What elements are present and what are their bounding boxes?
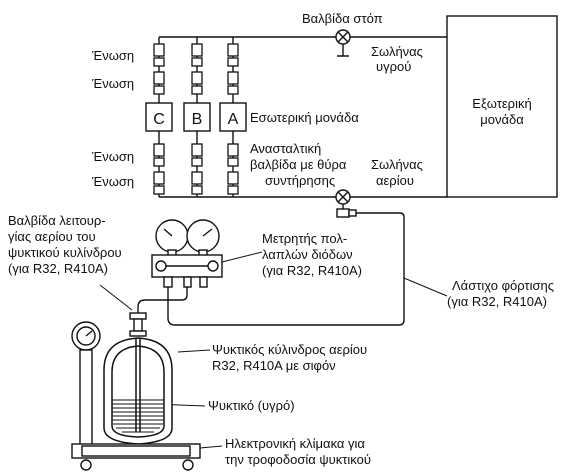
stop-valve-label: Βαλβίδα στόπ — [302, 11, 383, 26]
electronic-scale — [71, 321, 201, 471]
manifold-label-1: Μετρητής πολ- — [262, 231, 347, 246]
joint-label-4: Ένωση — [91, 174, 134, 189]
liquid-refrigerant-fill — [112, 399, 164, 433]
leader-cylinder — [177, 349, 211, 353]
cylinder-valve-label-4: (για R32, R410A) — [8, 261, 108, 276]
cylinder-label-2: R32, R410A με σιφόν — [212, 358, 336, 373]
outdoor-unit-label-1: Εξωτερική — [472, 96, 531, 111]
cylinder-valve-label-2: γίας αερίου του — [8, 229, 96, 244]
cylinder-label-1: Ψυκτικός κύλινδρος αερίου — [212, 342, 367, 357]
outdoor-unit-box — [446, 15, 558, 198]
charging-hose-label-1: Λάστιχο φόρτισης — [452, 278, 554, 293]
manifold-label-2: λαπλών διόδων — [262, 247, 353, 262]
cylinder-valve-icon — [129, 312, 147, 337]
manifold-label-3: (για R32, R410A) — [262, 263, 362, 278]
check-valve-icon — [335, 189, 357, 218]
joint-label-1: Ένωση — [91, 48, 134, 63]
liquid-pipe-label-1: Σωλήνας — [371, 44, 423, 59]
liquid-pipe-label-2: υγρού — [376, 59, 411, 74]
stop-valve-icon — [335, 29, 351, 57]
indoor-unit-a-label: A — [228, 111, 239, 128]
scale-label-2: την τροφοδοσία ψυκτικού — [225, 452, 371, 467]
joint-label-2: Ένωση — [91, 76, 134, 91]
check-valve-label-3: συντήρησης — [265, 173, 335, 188]
check-valve-label-1: Ανασταλτική — [250, 141, 321, 156]
indoor-unit-a — [219, 102, 247, 132]
cylinder-hose — [137, 287, 188, 316]
cylinder-valve-label-3: ψυκτικού κυλίνδρου — [8, 245, 122, 260]
indoor-unit-b-label: B — [192, 111, 203, 128]
charging-hose — [167, 212, 405, 326]
manifold-gauge — [151, 219, 223, 288]
indoor-unit-b — [183, 102, 211, 132]
check-valve-label-2: βαλβίδα με θύρα — [250, 157, 347, 172]
leader-charging-hose — [403, 277, 448, 297]
joint-label-3: Ένωση — [91, 149, 134, 164]
leader-manifold — [221, 251, 263, 263]
gas-pipe-label-1: Σωλήνας — [371, 157, 423, 172]
outdoor-unit-label-2: μονάδα — [480, 112, 524, 127]
indoor-unit-label: Εσωτερική μονάδα — [250, 110, 359, 125]
charging-hose-label-2: (για R32, R410A) — [447, 294, 547, 309]
leader-cylinder-valve — [99, 284, 133, 311]
union-fittings — [153, 43, 239, 195]
gas-pipe-label-2: αερίου — [376, 173, 414, 188]
liquid-refrigerant-label: Ψυκτικό (υγρό) — [208, 398, 295, 413]
indoor-unit-c — [145, 102, 173, 132]
scale-label-1: Ηλεκτρονική κλίμακα για — [225, 436, 365, 451]
cylinder-valve-label-1: Βαλβίδα λειτουρ- — [8, 213, 106, 228]
indoor-unit-c-label: C — [153, 111, 165, 128]
